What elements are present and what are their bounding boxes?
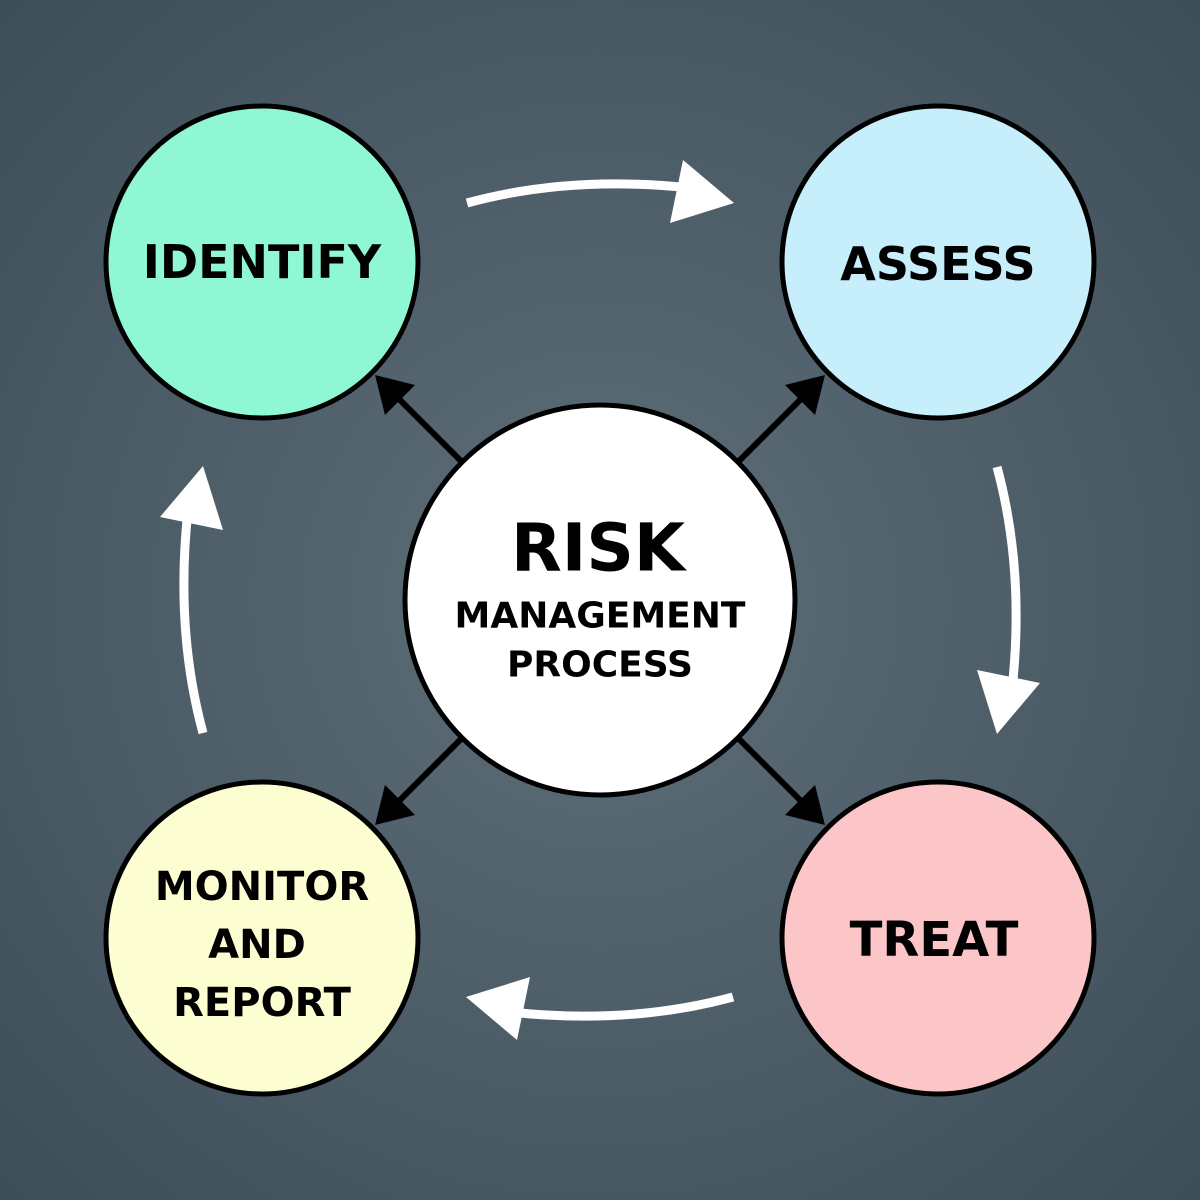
step-assess: ASSESS	[779, 103, 1097, 421]
center-arrow-to-treat	[735, 735, 825, 825]
svg-text:TREAT: TREAT	[850, 912, 1019, 968]
step-monitor-and-report: MONITOR AND REPORT	[103, 779, 421, 1097]
center-arrow-to-identify	[375, 375, 465, 465]
svg-text:MONITOR: MONITOR	[155, 864, 369, 910]
step-treat: TREAT	[779, 779, 1097, 1097]
cycle-arrow-treat-to-monitor	[466, 977, 735, 1040]
svg-text:RISK: RISK	[511, 510, 688, 587]
svg-text:IDENTIFY: IDENTIFY	[143, 235, 382, 289]
center-arrow-to-monitor	[375, 735, 465, 825]
svg-text:MANAGEMENT: MANAGEMENT	[455, 596, 746, 637]
svg-text:REPORT: REPORT	[173, 980, 351, 1026]
svg-text:ASSESS: ASSESS	[840, 237, 1035, 291]
cycle-arrow-monitor-to-identify	[160, 466, 223, 735]
cycle-arrow-assess-to-treat	[977, 465, 1040, 734]
svg-text:AND: AND	[208, 922, 306, 968]
cycle-arrow-identify-to-assess	[465, 160, 734, 223]
center-arrow-to-assess	[735, 375, 825, 465]
svg-text:PROCESS: PROCESS	[507, 645, 693, 686]
step-identify: IDENTIFY	[103, 103, 421, 421]
center-risk-management-process: RISK MANAGEMENT PROCESS	[402, 402, 798, 798]
